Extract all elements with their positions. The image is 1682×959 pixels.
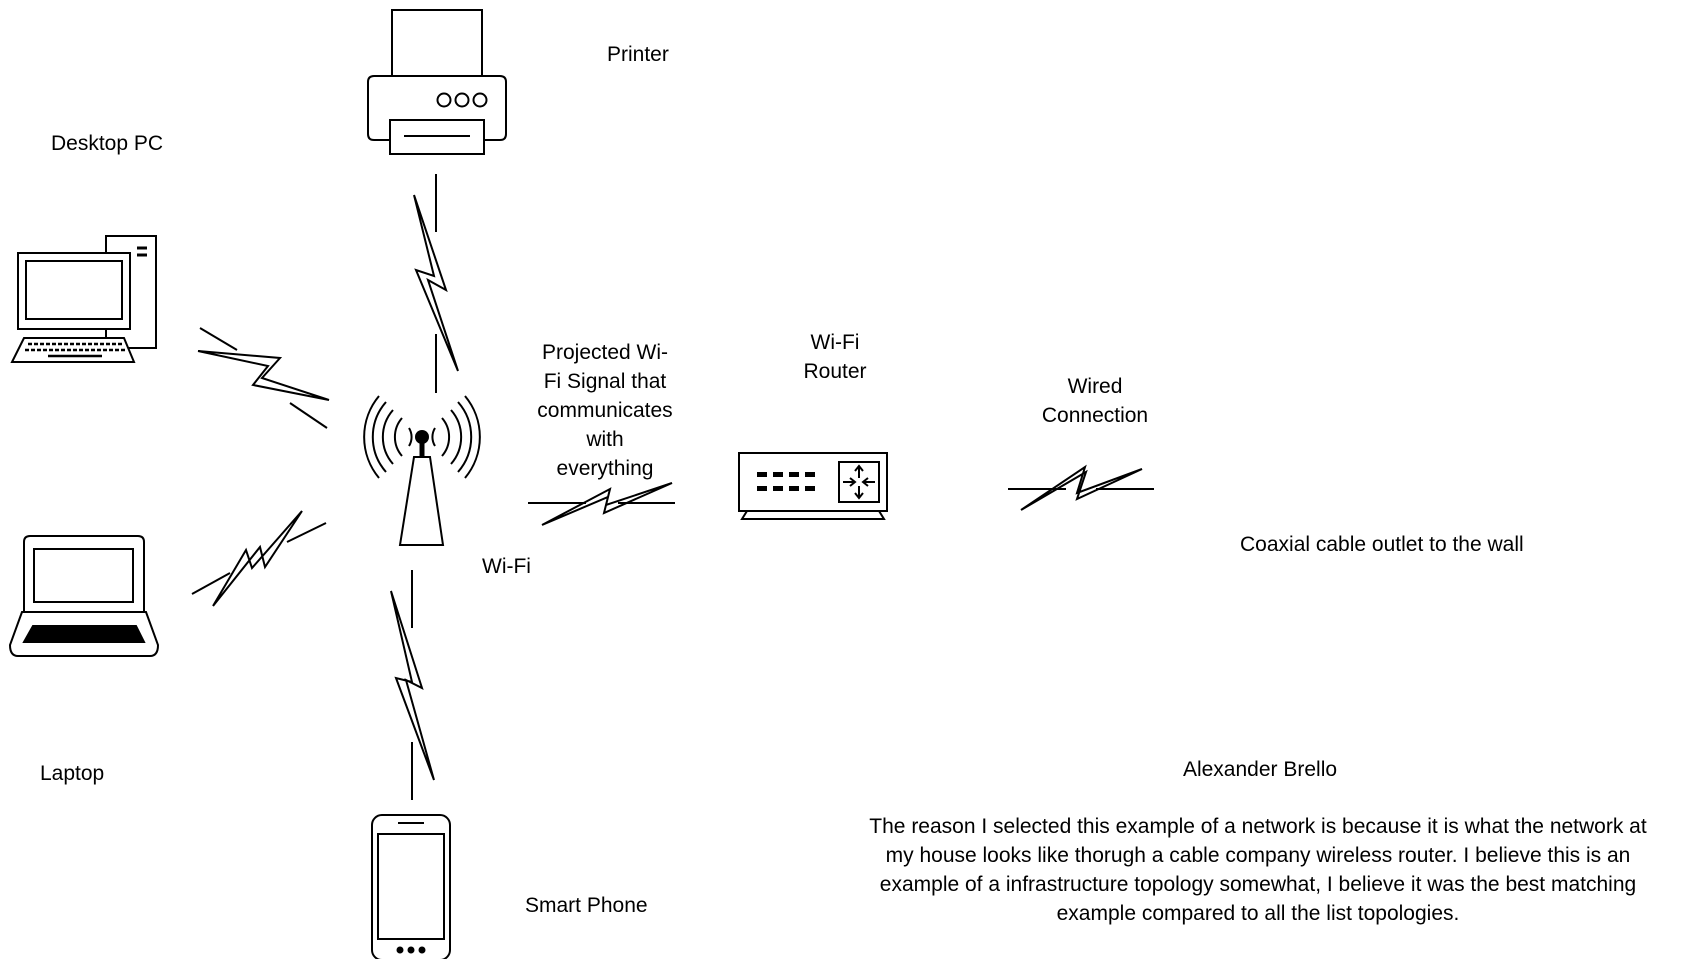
laptop-icon — [8, 535, 160, 657]
author-name: Alexander Brello — [1182, 758, 1338, 781]
wifi-antenna-icon — [363, 395, 481, 546]
coaxial-outlet-label: Coaxial cable outlet to the wall — [1240, 533, 1524, 556]
router-icon — [738, 452, 888, 520]
description-paragraph: The reason I selected this example of a … — [869, 815, 1647, 925]
wireless-link-laptop — [191, 510, 327, 607]
wireless-link-router — [528, 482, 675, 526]
wireless-link-desktop — [197, 327, 330, 429]
wireless-link-printer — [413, 174, 459, 393]
desktop-pc-label: Desktop PC — [51, 132, 164, 155]
smartphone-icon — [371, 814, 451, 959]
wired-connection-symbol — [1008, 464, 1154, 511]
wireless-link-phone — [390, 570, 435, 800]
laptop-label: Laptop — [40, 762, 105, 785]
projected-signal-label: Projected Wi- Fi Signal that communicate… — [537, 341, 673, 480]
printer-icon — [367, 9, 507, 155]
desktop-pc-icon — [10, 235, 157, 363]
smart-phone-label: Smart Phone — [525, 894, 648, 917]
wifi-router-label: Wi-Fi Router — [803, 331, 867, 383]
wifi-label: Wi-Fi — [482, 555, 531, 578]
printer-label: Printer — [607, 43, 669, 66]
wired-connection-label: Wired Connection — [1041, 375, 1149, 427]
